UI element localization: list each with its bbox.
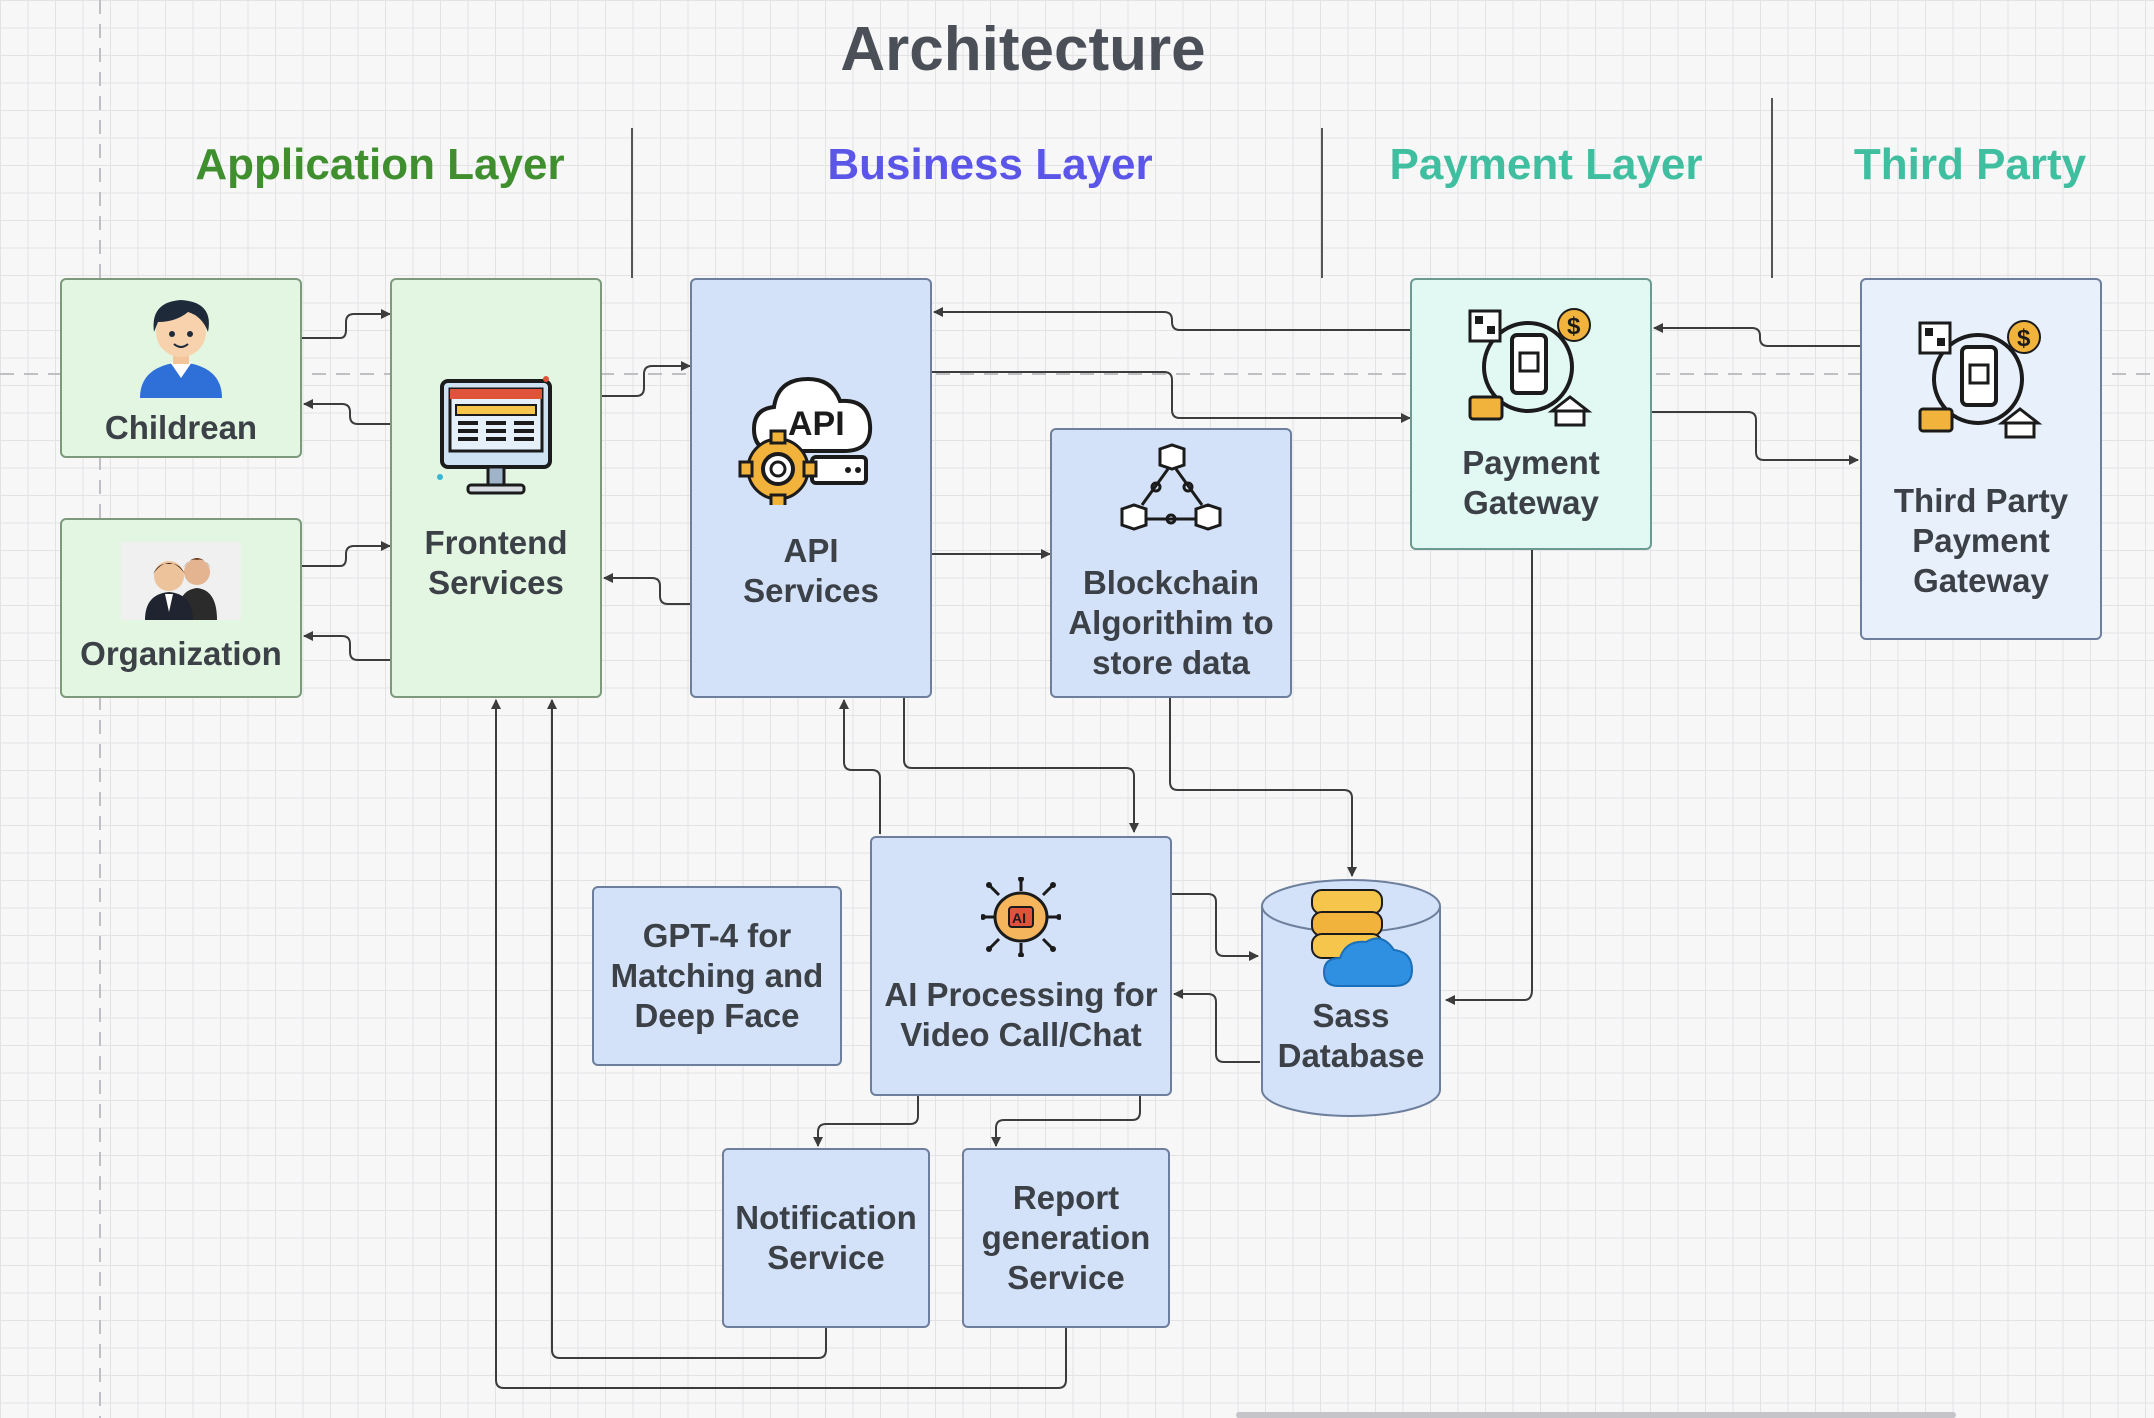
edge-ai-api bbox=[839, 699, 881, 834]
monitor-icon bbox=[437, 375, 552, 495]
edge-gateway-db bbox=[1445, 550, 1533, 1005]
edge-ai-report bbox=[991, 1096, 1141, 1147]
report-node[interactable]: Report generation Service bbox=[962, 1148, 1170, 1328]
ai-processing-label: AI Processing for Video Call/Chat bbox=[884, 975, 1158, 1053]
layer-heading-business: Business Layer bbox=[827, 140, 1153, 189]
ai-processing-node[interactable]: AI AI Processing for Video Call/Chat bbox=[870, 836, 1172, 1096]
payment-gateway-icon: $ bbox=[1468, 307, 1593, 427]
edge-api-ai bbox=[903, 698, 1139, 833]
edge-childrean-frontend bbox=[302, 309, 391, 339]
blockchain-node[interactable]: Blockchain Algorithim to store data bbox=[1050, 428, 1292, 698]
third-party-gateway-label: Third Party Payment Gateway bbox=[1893, 481, 2069, 600]
edge-frontend-org bbox=[303, 631, 390, 661]
blockchain-cubes-icon bbox=[1120, 443, 1222, 531]
api-cloud-gear-icon: API bbox=[738, 376, 873, 505]
currency-symbol: $ bbox=[1567, 313, 1581, 340]
edge-ai-db bbox=[1172, 893, 1259, 961]
edge-thirdparty-gateway bbox=[1653, 323, 1860, 347]
notification-node[interactable]: Notification Service bbox=[722, 1148, 930, 1328]
ai-chip-text: AI bbox=[1012, 910, 1026, 926]
edge-ai-notification bbox=[813, 1096, 919, 1147]
api-services-node[interactable]: API API Services bbox=[690, 278, 932, 698]
layer-heading-third-party: Third Party bbox=[1853, 140, 2087, 189]
third-party-payment-icon: $ bbox=[1918, 319, 2043, 439]
edge-blockchain-db bbox=[1169, 698, 1357, 877]
frontend-services-label: Frontend Services bbox=[424, 523, 568, 601]
layer-heading-application: Application Layer bbox=[195, 140, 565, 189]
childrean-label: Childrean bbox=[104, 408, 258, 446]
gpt4-node[interactable]: GPT-4 for Matching and Deep Face bbox=[592, 886, 842, 1066]
edge-org-frontend bbox=[302, 541, 391, 567]
gpt4-label: GPT-4 for Matching and Deep Face bbox=[610, 916, 824, 1035]
childrean-node[interactable]: Childrean bbox=[60, 278, 302, 458]
edge-gateway-api bbox=[933, 307, 1410, 331]
currency-symbol: $ bbox=[2017, 325, 2031, 352]
diagram-title: Architecture bbox=[840, 15, 1206, 84]
notification-label: Notification Service bbox=[735, 1198, 917, 1276]
edge-db-ai bbox=[1173, 989, 1260, 1063]
edge-frontend-childrean bbox=[303, 399, 390, 425]
third-party-gateway-node[interactable]: $ Third Party Payment Gateway bbox=[1860, 278, 2102, 640]
report-label: Report generation Service bbox=[981, 1178, 1151, 1297]
api-icon-text: API bbox=[788, 405, 845, 443]
database-cylinder[interactable] bbox=[1260, 876, 1442, 1120]
edge-api-gateway bbox=[932, 371, 1411, 423]
horizontal-scrollbar[interactable] bbox=[1236, 1412, 1956, 1418]
frontend-services-node[interactable]: Frontend Services bbox=[390, 278, 602, 698]
payment-gateway-node[interactable]: $ Payment Gateway bbox=[1410, 278, 1652, 550]
layer-heading-payment: Payment Layer bbox=[1389, 140, 1703, 189]
edge-api-frontend bbox=[603, 573, 690, 605]
edge-gateway-thirdparty bbox=[1652, 411, 1859, 465]
edge-notification-frontend bbox=[547, 699, 827, 1359]
database-cloud-icon bbox=[1311, 889, 1414, 987]
edge-frontend-api bbox=[602, 361, 691, 397]
blockchain-label: Blockchain Algorithim to store data bbox=[1068, 563, 1274, 682]
payment-gateway-label: Payment Gateway bbox=[1462, 443, 1600, 521]
child-avatar-icon bbox=[140, 299, 222, 398]
database-label: Sass Database bbox=[1277, 997, 1425, 1075]
organization-node[interactable]: Organization bbox=[60, 518, 302, 698]
edge-report-frontend bbox=[491, 699, 1067, 1389]
api-services-label: API Services bbox=[743, 531, 879, 609]
people-icon bbox=[121, 541, 241, 620]
ai-brain-chip-icon: AI bbox=[981, 876, 1061, 957]
organization-label: Organization bbox=[80, 634, 282, 672]
